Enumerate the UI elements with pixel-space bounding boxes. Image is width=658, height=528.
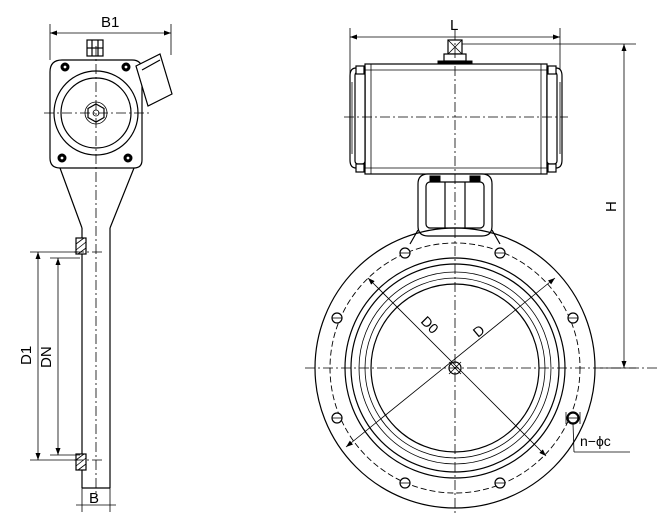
label-d: D bbox=[470, 322, 488, 341]
dim-n-phi-c: n−ϕc bbox=[565, 411, 630, 453]
valve-body-side bbox=[81, 228, 111, 489]
handwheel-stub bbox=[135, 53, 173, 107]
side-view: B1 bbox=[18, 14, 173, 512]
seal-top bbox=[75, 237, 87, 255]
label-d0: D0 bbox=[418, 313, 442, 337]
pneumatic-actuator bbox=[349, 63, 563, 175]
label-b: B bbox=[89, 490, 99, 507]
bolt-holes bbox=[331, 247, 579, 489]
dim-d1: D1 bbox=[18, 251, 78, 461]
label-b1: B1 bbox=[101, 14, 119, 31]
seal-bottom bbox=[75, 453, 87, 471]
dim-dn: DN bbox=[38, 257, 80, 456]
gearbox-bolts bbox=[57, 62, 133, 163]
label-d1: D1 bbox=[18, 346, 35, 365]
valve-neck bbox=[59, 167, 135, 229]
label-dn: DN bbox=[38, 346, 55, 368]
top-boss bbox=[86, 39, 104, 57]
label-l: L bbox=[450, 17, 458, 34]
label-h: H bbox=[603, 201, 620, 212]
label-n-phi-c: n−ϕc bbox=[580, 433, 611, 449]
front-view: L H bbox=[305, 17, 658, 516]
dim-b1: B1 bbox=[49, 14, 172, 60]
dim-b: B bbox=[76, 488, 116, 512]
